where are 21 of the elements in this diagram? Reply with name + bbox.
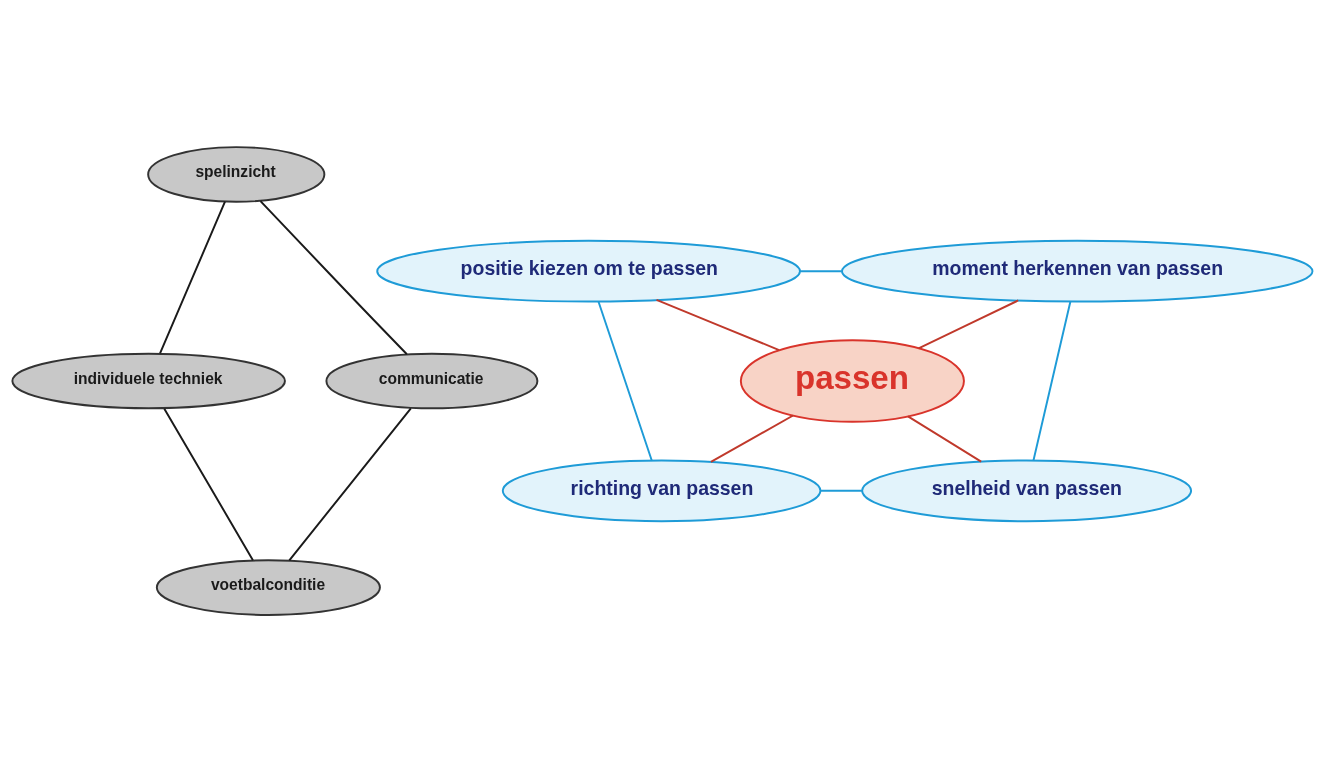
- connector: [799, 270, 843, 273]
- connector: [655, 298, 781, 352]
- node-ellipse: snelheid van passen: [861, 459, 1193, 523]
- connector: [709, 414, 795, 463]
- node-ellipse: spelinzicht: [147, 146, 326, 203]
- node-ellipse: communicatie: [325, 352, 539, 410]
- connector: [288, 407, 412, 562]
- node-ellipse: positie kiezen om te passen: [376, 239, 801, 303]
- node-ellipse: individuele techniek: [11, 352, 286, 410]
- connector: [819, 489, 863, 492]
- node-ellipse: moment herkennen van passen: [841, 239, 1314, 303]
- connector: [159, 200, 226, 355]
- node-ellipse: passen: [739, 339, 965, 423]
- connector: [907, 415, 983, 463]
- node-ellipse: voetbalconditie: [155, 559, 381, 616]
- connector: [259, 200, 408, 356]
- node-ellipse: richting van passen: [501, 459, 822, 523]
- connector: [597, 300, 653, 462]
- connector: [1032, 300, 1072, 462]
- connector: [917, 299, 1020, 350]
- connector: [163, 407, 254, 562]
